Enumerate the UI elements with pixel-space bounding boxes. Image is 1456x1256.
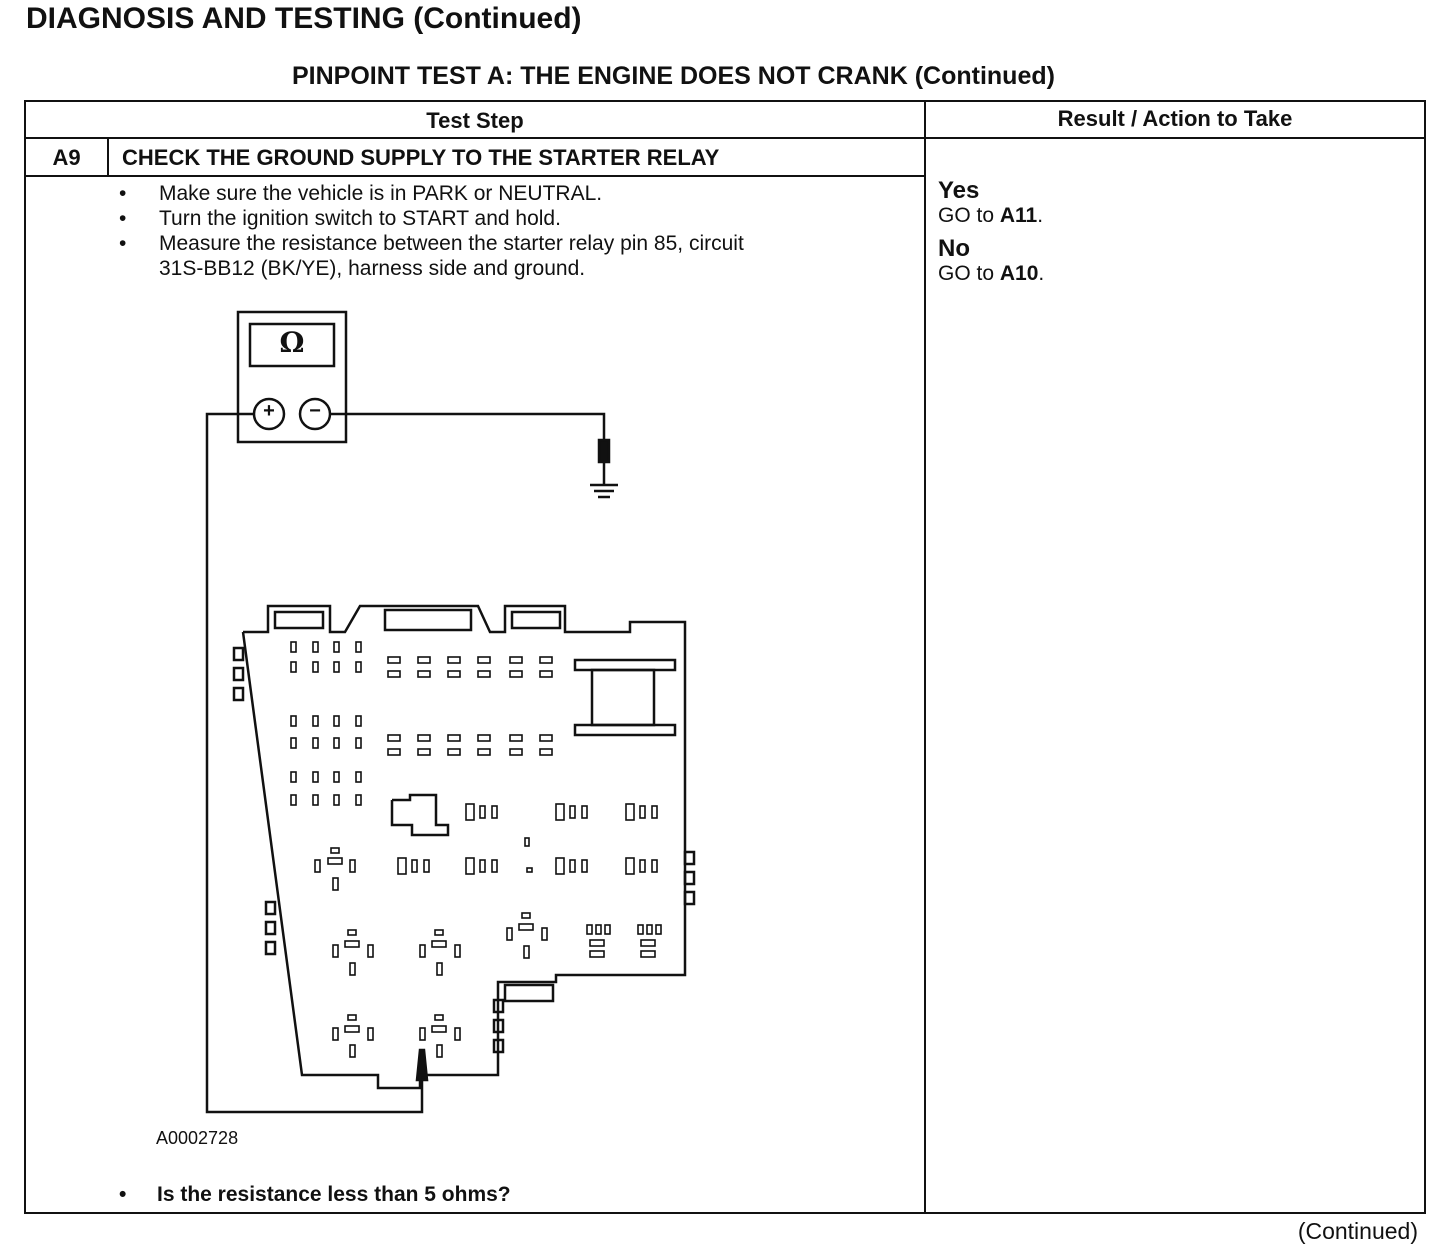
plus-terminal-icon: + bbox=[263, 400, 275, 422]
result-no-label: No bbox=[938, 235, 970, 262]
bullet-icon: • bbox=[119, 1183, 127, 1206]
instruction-item: • Turn the ignition switch to START and h… bbox=[119, 206, 744, 231]
instruction-text: Turn the ignition switch to START and ho… bbox=[159, 207, 561, 230]
col-header-result: Result / Action to Take bbox=[1057, 106, 1293, 131]
instruction-text: 31S-BB12 (BK/YE), harness side and groun… bbox=[159, 257, 586, 280]
result-no-action: GO to A10. bbox=[938, 262, 1045, 285]
step-title: CHECK THE GROUND SUPPLY TO THE STARTER R… bbox=[122, 145, 720, 170]
question: • Is the resistance less than 5 ohms? bbox=[119, 1182, 511, 1207]
step-id: A9 bbox=[52, 145, 81, 170]
result-list: Yes GO to A11. No GO to A10. bbox=[938, 178, 1044, 286]
bullet-icon: • bbox=[119, 207, 127, 230]
result-yes-action: GO to A11. bbox=[938, 204, 1044, 227]
test-title: PINPOINT TEST A: THE ENGINE DOES NOT CRA… bbox=[292, 62, 1055, 90]
continued-note: (Continued) bbox=[1297, 1218, 1418, 1244]
instruction-item: • Make sure the vehicle is in PARK or NEU… bbox=[119, 181, 744, 206]
bullet-icon: • bbox=[119, 182, 127, 205]
col-header-test-step: Test Step bbox=[426, 108, 524, 133]
instruction-item-continuation: 31S-BB12 (BK/YE), harness side and groun… bbox=[159, 256, 744, 281]
figure-id: A0002728 bbox=[156, 1128, 239, 1148]
result-yes-label: Yes bbox=[938, 177, 980, 204]
fuse-box bbox=[241, 604, 687, 1090]
page-title: DIAGNOSIS AND TESTING (Continued) bbox=[26, 2, 582, 35]
result-no-link[interactable]: A10 bbox=[999, 262, 1039, 285]
bullet-icon: • bbox=[119, 232, 127, 255]
instruction-text: Measure the resistance between the start… bbox=[159, 232, 744, 255]
minus-terminal-icon: − bbox=[309, 400, 321, 422]
ohm-symbol: Ω bbox=[279, 326, 305, 359]
question-text: Is the resistance less than 5 ohms? bbox=[157, 1183, 511, 1206]
result-yes-link[interactable]: A11 bbox=[999, 204, 1038, 227]
instruction-item: • Measure the resistance between the star… bbox=[119, 231, 744, 256]
instruction-list: • Make sure the vehicle is in PARK or NEU… bbox=[119, 181, 744, 281]
instruction-text: Make sure the vehicle is in PARK or NEUT… bbox=[159, 182, 603, 205]
ohmmeter bbox=[236, 310, 348, 444]
